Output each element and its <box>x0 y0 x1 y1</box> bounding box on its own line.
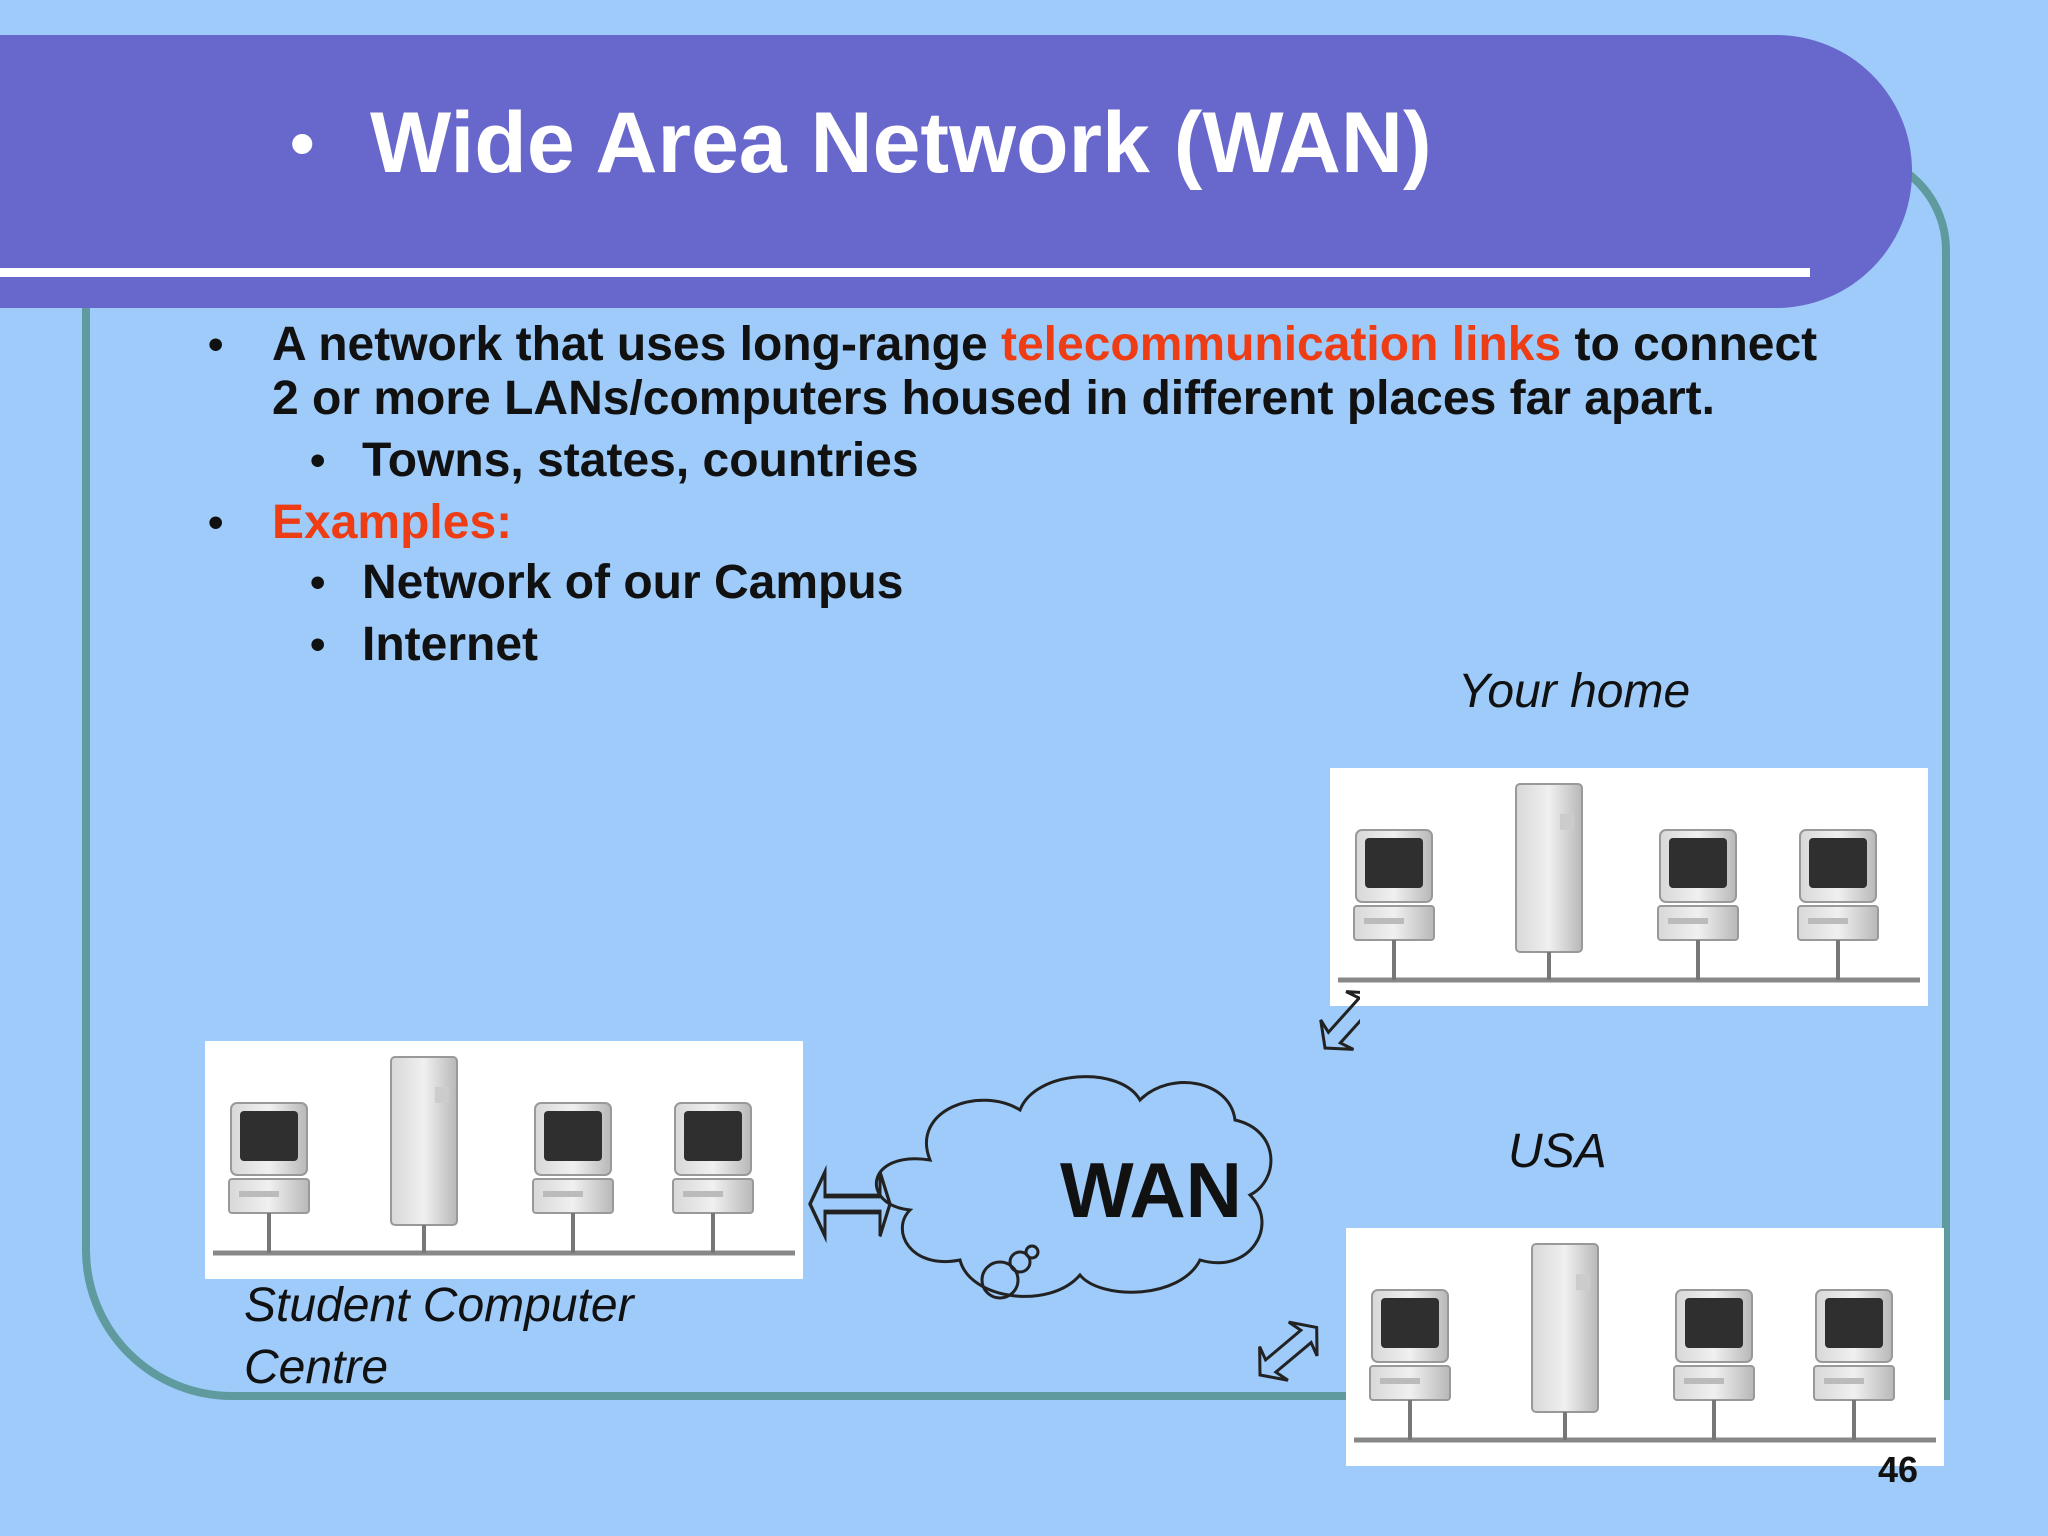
bullet-dot: • <box>208 320 224 369</box>
title-bar <box>0 35 1912 308</box>
lan-your-home <box>1330 768 1928 1006</box>
examples-label: Examples: <box>272 496 513 549</box>
lan-drawing <box>1330 768 1928 1006</box>
arrow-lower-double-icon <box>1258 1320 1319 1382</box>
example-internet: Internet <box>362 618 539 671</box>
lan-student-centre <box>205 1041 803 1279</box>
arrow-upper-double-icon <box>1319 990 1360 1051</box>
label-student-line-2: Centre <box>244 1341 389 1394</box>
bullet-1-line-1: A network that uses long-range telecommu… <box>272 318 1817 372</box>
bullet-1-highlight: telecommunication links <box>1000 318 1562 371</box>
lan-drawing <box>1346 1228 1944 1466</box>
label-student-line-1: Student Computer <box>244 1279 634 1332</box>
arrow-left-double-icon <box>808 1164 892 1244</box>
bullet-1-line-2: 2 or more LANs/computers housed in diffe… <box>272 372 1715 425</box>
slide-title: Wide Area Network (WAN) <box>370 95 1432 191</box>
wan-cloud-icon <box>874 1075 1273 1298</box>
bullet-dot: • <box>208 498 224 547</box>
title-underline <box>0 268 1810 277</box>
bullet-1-text-a: A network that uses long-range <box>272 318 988 371</box>
title-bullet: • <box>290 104 315 182</box>
sub-bullet-dot: • <box>310 558 326 607</box>
lan-drawing <box>205 1041 803 1279</box>
example-campus: Network of our Campus <box>362 556 904 609</box>
label-usa: USA <box>1508 1125 1607 1178</box>
sub-bullet-dot: • <box>310 436 326 485</box>
sub-bullet-dot: • <box>310 620 326 669</box>
lan-usa <box>1346 1228 1944 1466</box>
bullet-1-sub: Towns, states, countries <box>362 434 919 487</box>
label-your-home: Your home <box>1458 665 1691 718</box>
page-number: 46 <box>1878 1449 1919 1490</box>
wan-cloud-label: WAN <box>1060 1146 1242 1234</box>
bullet-1-text-b: to connect <box>1574 318 1818 371</box>
wan-diagram <box>808 990 1360 1382</box>
